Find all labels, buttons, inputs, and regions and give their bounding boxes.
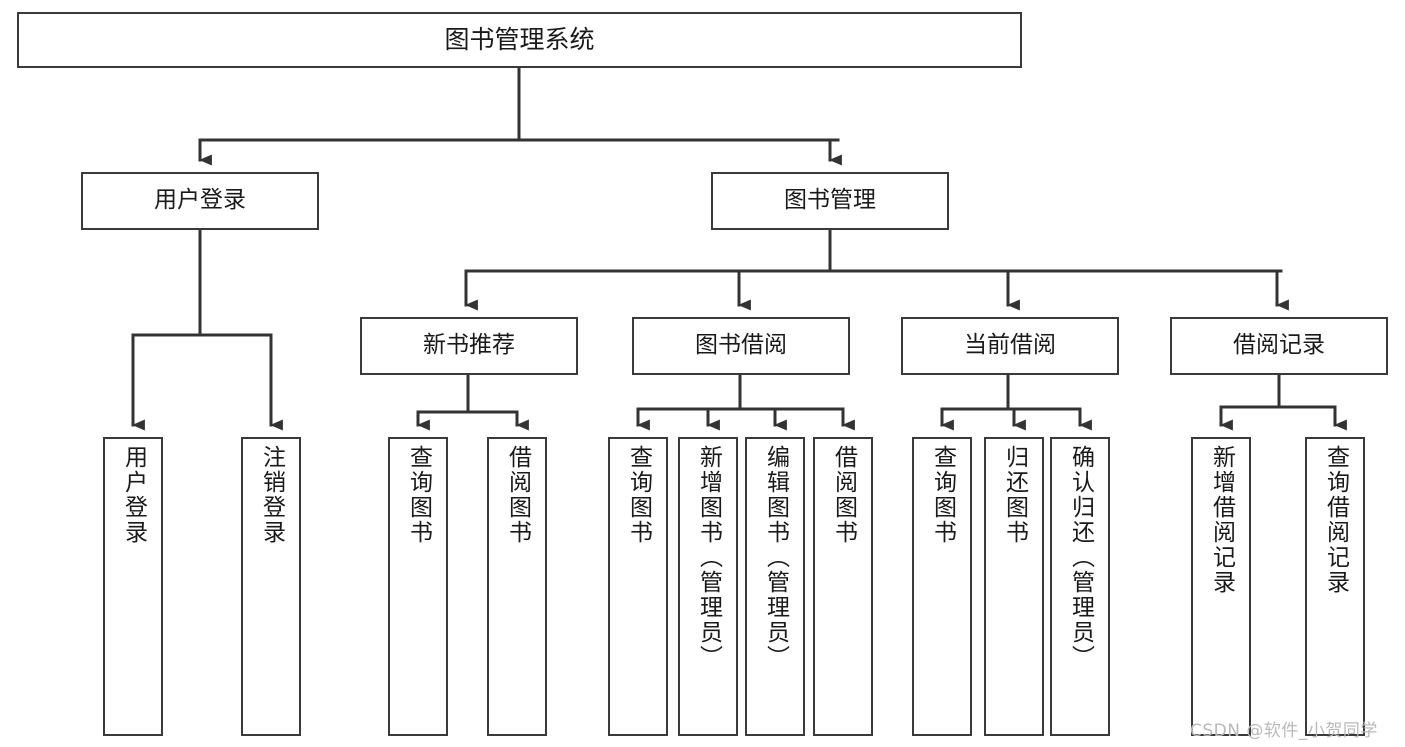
node-user-login-label: 用户登录 xyxy=(154,187,246,214)
node-leaf-borrow-book-2[interactable]: 借阅图书 xyxy=(813,437,873,736)
node-leaf-query-book-1-label: 查询图书 xyxy=(405,445,432,545)
node-leaf-borrow-book-1-label: 借阅图书 xyxy=(504,445,531,545)
node-user-login[interactable]: 用户登录 xyxy=(81,172,319,230)
node-leaf-query-book-3[interactable]: 查询图书 xyxy=(912,437,972,736)
csdn-watermark: CSDN @软件_小贺同学 xyxy=(1190,721,1378,741)
node-current-borrow-label: 当前借阅 xyxy=(964,332,1056,359)
node-leaf-confirm-return[interactable]: 确认归还（管理员） xyxy=(1050,437,1110,736)
node-leaf-return-book[interactable]: 归还图书 xyxy=(984,437,1044,736)
node-root[interactable]: 图书管理系统 xyxy=(17,12,1022,68)
node-leaf-query-book-1[interactable]: 查询图书 xyxy=(388,437,448,736)
node-new-book-recommend-label: 新书推荐 xyxy=(423,332,515,359)
node-book-mgmt[interactable]: 图书管理 xyxy=(711,172,949,230)
node-leaf-edit-book-label: 编辑图书（管理员） xyxy=(762,445,789,670)
node-leaf-user-login-label: 用户登录 xyxy=(120,445,147,545)
node-leaf-borrow-book-1[interactable]: 借阅图书 xyxy=(487,437,547,736)
node-leaf-add-record-label: 新增借阅记录 xyxy=(1208,445,1235,595)
node-borrow-record-label: 借阅记录 xyxy=(1233,332,1325,359)
node-leaf-borrow-book-2-label: 借阅图书 xyxy=(830,445,857,545)
node-borrow-record[interactable]: 借阅记录 xyxy=(1170,317,1388,375)
node-leaf-query-book-2-label: 查询图书 xyxy=(625,445,652,545)
node-root-label: 图书管理系统 xyxy=(444,25,595,55)
node-book-borrow-label: 图书借阅 xyxy=(695,332,787,359)
node-leaf-return-book-label: 归还图书 xyxy=(1001,445,1028,545)
node-leaf-add-book-label: 新增图书（管理员） xyxy=(695,445,722,670)
node-current-borrow[interactable]: 当前借阅 xyxy=(901,317,1119,375)
node-leaf-query-book-2[interactable]: 查询图书 xyxy=(608,437,668,736)
node-leaf-user-login[interactable]: 用户登录 xyxy=(103,437,163,736)
node-leaf-user-logout[interactable]: 注销登录 xyxy=(241,437,301,736)
node-book-borrow[interactable]: 图书借阅 xyxy=(632,317,850,375)
node-leaf-add-record[interactable]: 新增借阅记录 xyxy=(1191,437,1251,736)
node-book-mgmt-label: 图书管理 xyxy=(784,187,876,214)
node-leaf-query-book-3-label: 查询图书 xyxy=(929,445,956,545)
node-leaf-user-logout-label: 注销登录 xyxy=(258,445,285,545)
node-leaf-confirm-return-label: 确认归还（管理员） xyxy=(1067,445,1094,670)
node-leaf-add-book[interactable]: 新增图书（管理员） xyxy=(678,437,738,736)
node-new-book-recommend[interactable]: 新书推荐 xyxy=(360,317,578,375)
node-leaf-query-record[interactable]: 查询借阅记录 xyxy=(1305,437,1365,736)
node-leaf-edit-book[interactable]: 编辑图书（管理员） xyxy=(745,437,805,736)
node-leaf-query-record-label: 查询借阅记录 xyxy=(1322,445,1349,595)
